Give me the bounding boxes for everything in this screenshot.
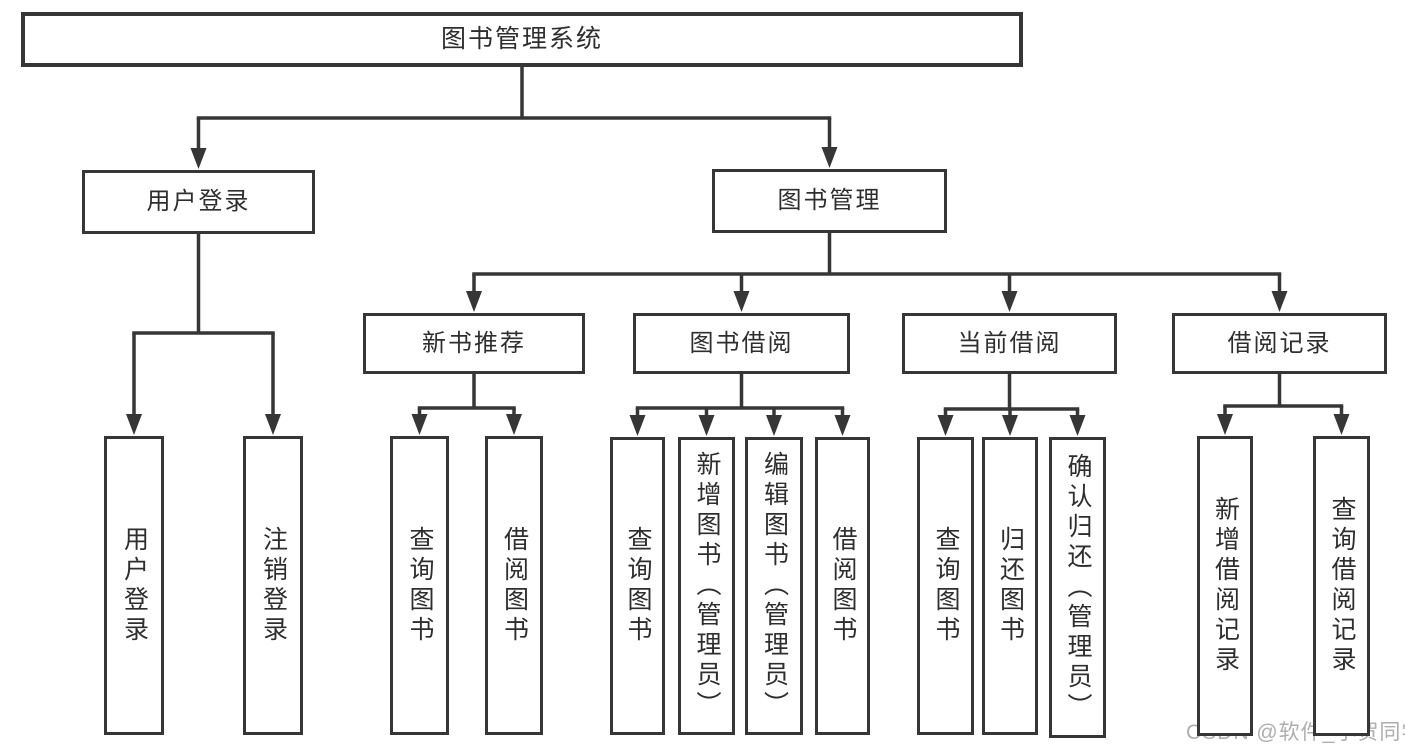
diagram-node-root: 图书管理系统: [21, 12, 1023, 67]
node-label: 查询借阅记录: [1328, 496, 1356, 676]
node-label: 查询图书: [932, 526, 960, 646]
diagram-node-leaf-bb-borrow: 借阅图书: [815, 437, 870, 735]
arrowhead-icon: [190, 148, 207, 169]
diagram-node-leaf-br-query: 查询借阅记录: [1313, 436, 1370, 736]
arrowhead-icon: [265, 414, 281, 435]
arrowhead-icon: [629, 415, 646, 436]
arrowhead-icon: [834, 415, 851, 436]
node-label: 图书管理系统: [440, 25, 603, 53]
diagram-node-leaf-cb-return: 归还图书: [982, 437, 1038, 735]
diagram-node-leaf-bb-add: 新增图书（管理员）: [678, 437, 735, 735]
arrowhead-icon: [766, 415, 782, 436]
node-label: 图书管理: [777, 187, 882, 214]
diagram-node-leaf-bb-query: 查询图书: [610, 437, 665, 735]
diagram-node-leaf-user-login: 用户登录: [104, 436, 164, 735]
node-label: 新增借阅记录: [1211, 496, 1240, 676]
diagram-node-leaf-cb-confirm: 确认归还（管理员）: [1049, 437, 1106, 738]
node-label: 确认归还（管理员）: [1064, 452, 1092, 723]
arrowhead-icon: [937, 415, 954, 436]
node-label: 图书借阅: [689, 329, 794, 357]
diagram-node-leaf-cb-query: 查询图书: [917, 437, 974, 735]
diagram-node-leaf-logout: 注销登录: [243, 436, 303, 735]
node-label: 查询图书: [624, 526, 652, 646]
diagram-node-leaf-bb-edit: 编辑图书（管理员）: [745, 437, 803, 735]
node-label: 归还图书: [996, 526, 1025, 646]
diagram-node-leaf-br-add: 新增借阅记录: [1197, 436, 1253, 736]
node-label: 用户登录: [120, 525, 149, 646]
node-label: 注销登录: [259, 525, 288, 646]
node-label: 查询图书: [406, 525, 434, 646]
arrowhead-icon: [1002, 415, 1018, 436]
arrowhead-icon: [126, 414, 142, 435]
arrowhead-icon: [1271, 291, 1288, 312]
node-label: 新增图书（管理员）: [693, 451, 721, 721]
arrowhead-icon: [1217, 414, 1233, 435]
diagram-node-leaf-rec-borrow: 借阅图书: [485, 436, 543, 735]
node-label: 借阅记录: [1227, 329, 1332, 357]
node-label: 借阅图书: [500, 525, 529, 646]
diagram-node-book-mgmt: 图书管理: [712, 169, 947, 233]
arrowhead-icon: [1333, 414, 1350, 435]
diagram-node-user-login: 用户登录: [82, 170, 315, 234]
diagram-node-new-book-rec: 新书推荐: [363, 313, 585, 374]
node-label: 借阅图书: [829, 526, 857, 646]
arrowhead-icon: [1069, 415, 1086, 436]
diagram-node-current-borrow: 当前借阅: [902, 313, 1117, 374]
diagram-node-borrow-record: 借阅记录: [1172, 313, 1387, 374]
arrowhead-icon: [733, 291, 750, 312]
arrowhead-icon: [821, 147, 838, 168]
arrowhead-icon: [411, 414, 428, 435]
diagram-node-leaf-rec-query: 查询图书: [390, 436, 449, 735]
node-label: 当前借阅: [957, 329, 1062, 357]
diagram-node-book-borrow: 图书借阅: [633, 313, 850, 374]
node-label: 新书推荐: [422, 329, 526, 357]
arrowhead-icon: [506, 414, 522, 435]
arrowhead-icon: [698, 415, 715, 436]
arrowhead-icon: [466, 291, 482, 312]
node-label: 用户登录: [146, 188, 251, 215]
node-label: 编辑图书（管理员）: [760, 451, 789, 721]
arrowhead-icon: [1001, 291, 1018, 312]
